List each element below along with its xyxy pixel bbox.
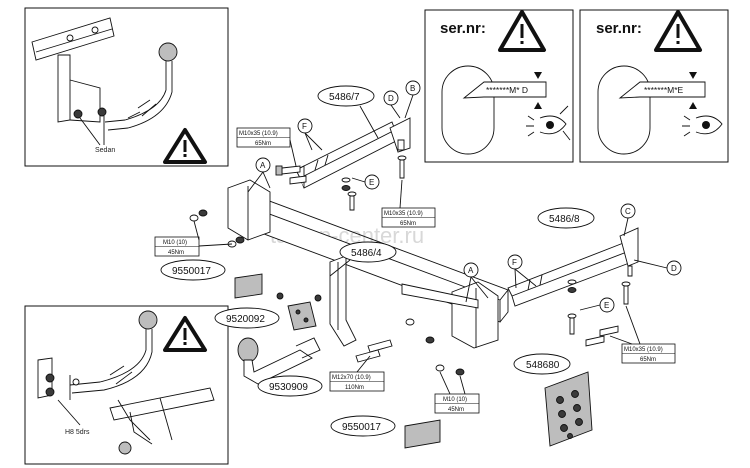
eye-icon (682, 115, 723, 137)
bolt-torque: 45Nm (448, 407, 464, 413)
bolt-spec-m10x35-top-left: M10x35 (10.9) 65Nm (236, 127, 291, 148)
bolt-torque: 45Nm (168, 250, 184, 256)
bolt-torque: 110Nm (345, 385, 364, 391)
part-label-bubble (330, 415, 396, 437)
part-label-bubble (339, 241, 397, 263)
callout-letter-e: E (369, 178, 374, 187)
bolt-size: M10 (10) (443, 397, 467, 403)
callout-letter-c: C (625, 207, 631, 216)
serial-title: ser.nr: (440, 20, 486, 37)
inset-sedan-label: Sedan (95, 147, 115, 154)
bolt-torque: 65Nm (400, 221, 416, 227)
warning-triangle-icon (163, 316, 207, 352)
part-number-bracket-left: 5486/7 (329, 92, 360, 103)
letter-callouts: D B F A E C F D A E (255, 80, 682, 313)
inset-hatchback-label: H8 5drs (65, 429, 90, 436)
bolt-spec-m10x35-middle: M10x35 (10.9) 65Nm (381, 207, 436, 228)
part-label-bubble (513, 353, 571, 375)
part-number-socket-plate: 9520092 (226, 314, 265, 325)
part-number-electrical-kit: 548680 (526, 360, 560, 371)
part-label-bubble (160, 259, 226, 281)
part-number-ball: 9530909 (269, 382, 308, 393)
warning-triangle-icon (498, 10, 546, 52)
bolt-size: M10x35 (10.9) (624, 347, 663, 353)
cover-plate-bottom (404, 419, 441, 449)
bolt-size: M12x70 (10.9) (332, 375, 371, 381)
bolt-torque: 65Nm (640, 357, 656, 363)
inset-sedan: Sedan (24, 7, 229, 167)
cover-plate-top (234, 273, 263, 299)
eye-icon (526, 105, 571, 141)
bolt-spec-m10x35-right: M10x35 (10.9) 65Nm (621, 343, 676, 364)
warning-triangle-icon (163, 128, 207, 164)
serial-panel-d: ser.nr: *******M* D (424, 9, 574, 163)
bolt-torque: 65Nm (255, 141, 271, 147)
bolt-size: M10x35 (10.9) (384, 211, 423, 217)
side-bracket-left (295, 117, 411, 189)
tow-ball (237, 337, 321, 385)
part-number-crossbar: 5486/4 (351, 248, 382, 259)
socket-plate (287, 301, 317, 331)
bolt-spec-m10-left: M10 (10) 45Nm (154, 236, 200, 257)
callout-letter-a: A (468, 266, 474, 275)
callout-letter-e: E (604, 301, 609, 310)
serial-code: *******M* D (486, 85, 528, 95)
callout-letter-d: D (671, 264, 677, 273)
bolt-size: M10x35 (10.9) (239, 131, 278, 137)
tow-ball-icon (138, 310, 158, 330)
tow-ball-icon (237, 337, 259, 363)
tow-ball-icon (158, 42, 178, 62)
fasteners (189, 139, 633, 376)
part-label-bubble (257, 375, 323, 397)
part-number-plate-bottom: 9550017 (342, 422, 381, 433)
bolt-spec-m10-bottom: M10 (10) 45Nm (434, 393, 480, 414)
bolt-size: M10 (10) (163, 240, 187, 246)
serial-code: *******M*E (644, 85, 684, 95)
part-label-bubble (317, 85, 375, 107)
bolt-spec-m12x70: M12x70 (10.9) 110Nm (329, 371, 385, 392)
serial-title: ser.nr: (596, 20, 642, 37)
part-number-plate-top: 9550017 (172, 266, 211, 277)
side-bracket-right (507, 227, 639, 307)
callout-letter-d: D (388, 94, 394, 103)
callout-letter-f: F (302, 122, 307, 131)
callout-letter-f: F (512, 258, 517, 267)
callout-letter-a: A (260, 161, 266, 170)
inset-hatchback: H8 5drs (24, 305, 229, 465)
electrical-socket (544, 371, 593, 447)
part-label-bubble (214, 307, 280, 329)
serial-panel-e: ser.nr: *******M*E (579, 9, 729, 163)
part-label-bubble (537, 207, 595, 229)
part-number-bracket-right: 5486/8 (549, 214, 580, 225)
warning-triangle-icon (654, 10, 702, 52)
callout-letter-b: B (410, 84, 415, 93)
